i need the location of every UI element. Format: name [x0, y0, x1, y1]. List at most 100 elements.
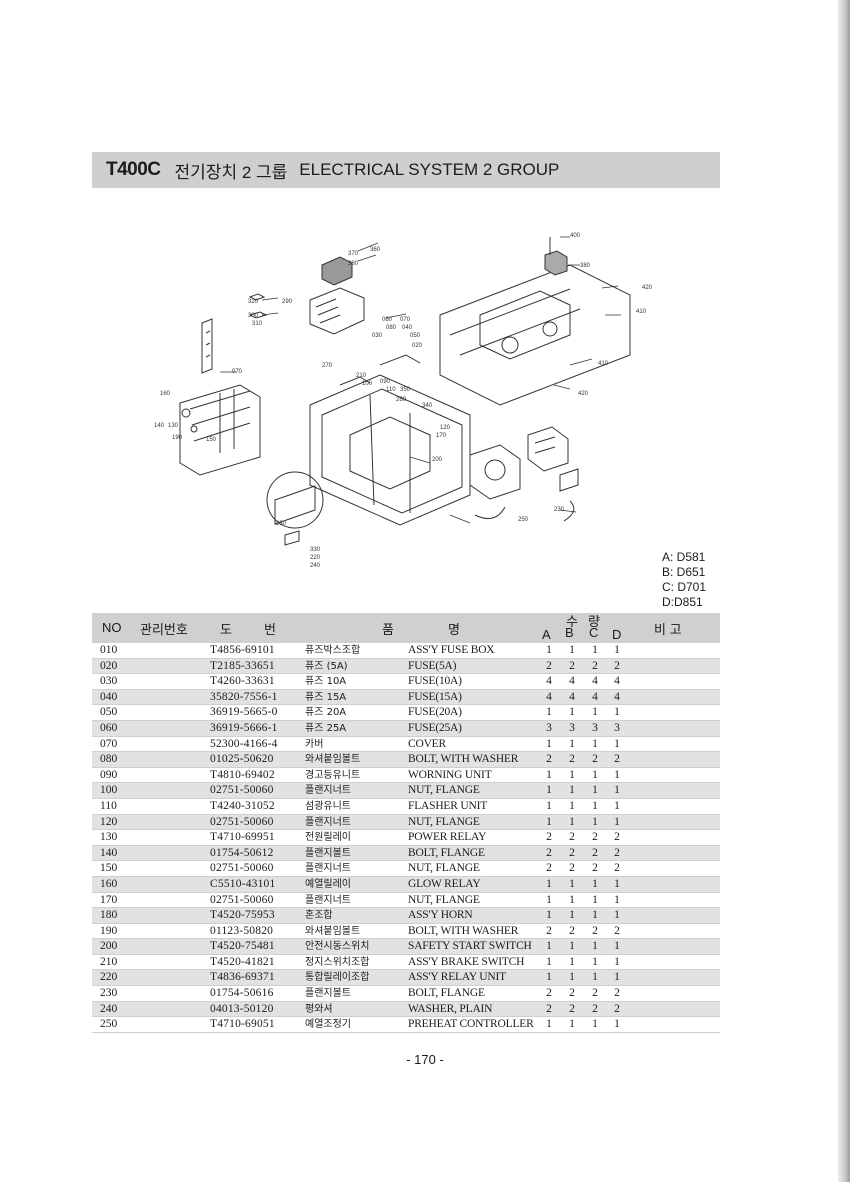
variant-d: D:D851	[662, 595, 703, 609]
callout-label: 070	[232, 369, 243, 375]
callout-label: 360	[370, 247, 381, 253]
row-qty-a: 1	[546, 737, 552, 750]
row-name-korean: 예열조정기	[305, 1019, 351, 1031]
row-qty-a: 1	[546, 784, 552, 797]
row-qty-d: 1	[614, 893, 620, 906]
row-name-korean: 경고등유니트	[305, 769, 361, 781]
row-name-english: PREHEAT CONTROLLER	[408, 1018, 534, 1031]
row-name-english: ASS'Y RELAY UNIT	[408, 971, 506, 984]
row-name-english: FLASHER UNIT	[408, 799, 488, 812]
row-qty-c: 4	[592, 675, 598, 688]
row-name-english: NUT, FLANGE	[408, 893, 480, 906]
callout-label: 170	[436, 433, 447, 439]
row-part-number: T2185-33651	[210, 659, 275, 672]
row-qty-d: 1	[614, 955, 620, 968]
row-name-korean: 퓨즈 10A	[305, 676, 347, 688]
callout-label: 370	[348, 251, 359, 257]
row-qty-c: 1	[592, 706, 598, 719]
row-qty-d: 1	[614, 644, 620, 656]
row-qty-a: 2	[546, 924, 552, 937]
header-col-c: C	[589, 625, 599, 640]
row-name-english: ASS'Y FUSE BOX	[408, 644, 495, 656]
row-qty-a: 2	[546, 753, 552, 766]
row-qty-b: 2	[569, 846, 575, 859]
row-no: 190	[100, 924, 118, 937]
parts-table-header: NO 관리번호 도 번 품 명 수 량 A B C D 비 고	[92, 613, 720, 643]
row-qty-a: 1	[546, 971, 552, 984]
row-no: 060	[100, 721, 118, 734]
row-part-number: 01025-50620	[210, 753, 274, 766]
row-no: 020	[100, 659, 118, 672]
row-qty-a: 1	[546, 644, 552, 656]
row-name-korean: 플랜지너트	[305, 894, 351, 906]
row-qty-a: 1	[546, 955, 552, 968]
row-part-number: 04013-50120	[210, 1002, 274, 1015]
title-english: ELECTRICAL SYSTEM 2 GROUP	[299, 160, 560, 179]
callout-label: 160	[160, 391, 171, 397]
row-qty-c: 1	[592, 1018, 598, 1031]
callout-label: 350	[400, 387, 411, 393]
callout-label: 210	[356, 373, 367, 379]
row-qty-d: 1	[614, 940, 620, 953]
row-qty-c: 1	[592, 784, 598, 797]
row-name-english: NUT, FLANGE	[408, 784, 480, 797]
callout-label: 410	[636, 309, 647, 315]
row-part-number: C5510-43101	[210, 877, 276, 890]
row-qty-d: 1	[614, 768, 620, 781]
row-name-korean: 예열릴레이	[305, 878, 351, 890]
row-name-english: FUSE(25A)	[408, 721, 462, 734]
row-part-number: T4240-31052	[210, 799, 275, 812]
row-qty-b: 2	[569, 862, 575, 875]
row-part-number: T4710-69051	[210, 1018, 275, 1031]
callout-label: 030	[372, 333, 383, 339]
row-qty-c: 2	[592, 659, 598, 672]
row-name-korean: 플랜지너트	[305, 816, 351, 828]
model-code: T400C	[106, 159, 161, 180]
row-name-korean: 플랜지볼트	[305, 847, 351, 859]
callout-label: 340	[422, 403, 433, 409]
row-qty-a: 2	[546, 987, 552, 1000]
row-no: 030	[100, 675, 118, 688]
row-name-english: GLOW RELAY	[408, 877, 481, 890]
row-qty-a: 1	[546, 1018, 552, 1031]
row-qty-c: 1	[592, 893, 598, 906]
row-qty-d: 2	[614, 753, 620, 766]
row-part-number: T4260-33631	[210, 675, 275, 688]
row-part-number: T4710-69951	[210, 831, 275, 844]
row-qty-b: 2	[569, 831, 575, 844]
callout-label: 250	[518, 517, 529, 523]
row-qty-a: 1	[546, 768, 552, 781]
row-part-number: 02751-50060	[210, 815, 274, 828]
callout-label: 270	[322, 363, 333, 369]
callout-label: 220	[310, 555, 321, 561]
row-name-korean: 퓨즈 15A	[305, 691, 347, 703]
callout-label: 310	[252, 321, 263, 327]
header-qty-2: 량	[588, 614, 600, 629]
callout-label: 100	[362, 381, 373, 387]
dashboard-frame-drawing	[309, 354, 471, 526]
header-name-2: 명	[448, 622, 460, 637]
row-qty-d: 2	[614, 987, 620, 1000]
row-name-korean: 와셔붙임볼트	[305, 925, 361, 937]
row-qty-b: 1	[569, 940, 575, 953]
row-name-english: SAFETY START SWITCH	[408, 940, 532, 953]
row-part-number: T4810-69402	[210, 768, 275, 781]
row-no: 120	[100, 815, 118, 828]
row-qty-d: 3	[614, 721, 620, 734]
row-qty-b: 2	[569, 987, 575, 1000]
row-no: 250	[100, 1018, 118, 1031]
callout-label: 380	[580, 263, 591, 269]
row-qty-d: 2	[614, 831, 620, 844]
row-qty-b: 1	[569, 737, 575, 750]
row-qty-d: 2	[614, 846, 620, 859]
row-qty-b: 3	[569, 721, 575, 734]
callout-label: 060	[382, 317, 393, 323]
row-qty-b: 2	[569, 659, 575, 672]
row-qty-c: 1	[592, 909, 598, 922]
row-no: 080	[100, 753, 118, 766]
